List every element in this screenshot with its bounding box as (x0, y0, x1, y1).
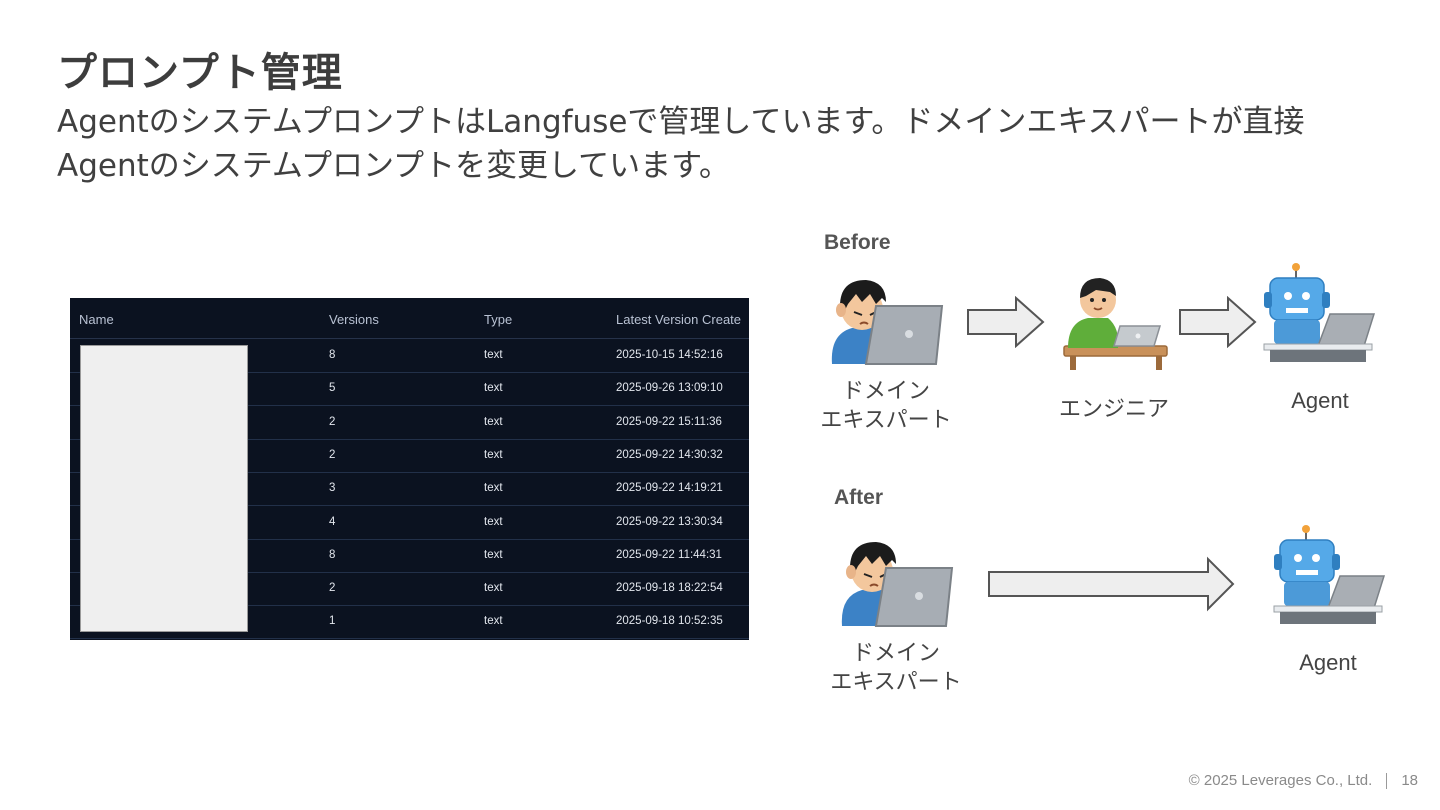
slide-subtitle: AgentのシステムプロンプトはLangfuseで管理しています。ドメインエキス… (57, 100, 1387, 188)
table-row[interactable]: 1 text 2025-09-18 10:52:35 (70, 605, 749, 640)
header-name: Name (79, 312, 114, 327)
cell-versions: 8 (329, 548, 336, 561)
cell-latest-version: 2025-09-22 14:19:21 (616, 482, 723, 495)
table-row[interactable]: 2 text 2025-09-22 15:11:36 (70, 406, 749, 440)
table-row[interactable]: 8 text 2025-10-15 14:52:16 (70, 339, 749, 373)
cell-latest-version: 2025-09-22 11:44:31 (616, 548, 722, 561)
table-row[interactable]: 5 text 2025-09-26 13:09:10 (70, 372, 749, 407)
cell-versions: 2 (329, 448, 336, 461)
footer: © 2025 Leverages Co., Ltd. 18 (1188, 772, 1418, 790)
before-label: Before (824, 231, 891, 254)
cell-versions: 3 (329, 482, 336, 495)
page-number: 18 (1401, 772, 1418, 789)
after-expert-caption: ドメイン エキスパート (816, 638, 976, 696)
before-expert-line-2: エキスパート (820, 407, 952, 432)
cell-type: text (484, 349, 503, 361)
subtitle-line-2: Agentのシステムプロンプトを変更しています。 (57, 148, 731, 184)
cell-type: text (484, 515, 503, 528)
cell-latest-version: 2025-09-26 13:09:10 (616, 382, 723, 395)
cell-versions: 5 (329, 382, 336, 395)
cell-latest-version: 2025-10-15 14:52:16 (616, 349, 723, 361)
table-row[interactable]: 2 text 2025-09-18 18:22:54 (70, 572, 749, 607)
cell-versions: 8 (329, 349, 336, 361)
table-row[interactable]: 8 text 2025-09-22 11:44:31 (70, 539, 749, 573)
cell-latest-version: 2025-09-22 15:11:36 (616, 415, 722, 428)
robot-agent-icon (1273, 525, 1386, 624)
cell-versions: 2 (329, 582, 336, 595)
after-expert-line-1: ドメイン (851, 640, 940, 665)
redaction-box (80, 345, 248, 632)
table-row[interactable]: 4 text 2025-09-22 13:30:34 (70, 506, 749, 540)
domain-expert-icon (841, 542, 954, 627)
arrow-right-icon (1179, 296, 1257, 348)
table-row[interactable]: 3 text 2025-09-22 14:19:21 (70, 472, 749, 507)
header-versions: Versions (329, 312, 379, 327)
cell-type: text (484, 382, 503, 395)
copyright: © 2025 Leverages Co., Ltd. (1188, 772, 1373, 789)
table-header: Name Versions Type Latest Version Create (70, 298, 749, 339)
cell-type: text (484, 615, 503, 628)
after-agent-caption: Agent (1299, 650, 1357, 675)
cell-type: text (484, 448, 503, 461)
arrow-right-icon (967, 296, 1045, 348)
cell-type: text (484, 415, 503, 428)
table-row[interactable]: 2 text 2025-09-22 14:30:32 (70, 439, 749, 473)
robot-agent-icon (1263, 263, 1376, 362)
before-expert-line-1: ドメイン (841, 378, 930, 403)
cell-latest-version: 2025-09-22 14:30:32 (616, 448, 723, 461)
before-expert-caption: ドメイン エキスパート (806, 376, 966, 434)
cell-type: text (484, 482, 503, 495)
after-expert-line-2: エキスパート (830, 669, 962, 694)
subtitle-line-1: AgentのシステムプロンプトはLangfuseで管理しています。ドメインエキス… (57, 104, 1305, 140)
header-latest-version: Latest Version Create (616, 312, 742, 327)
cell-type: text (484, 582, 503, 595)
footer-divider (1386, 773, 1388, 790)
before-agent-caption: Agent (1291, 388, 1349, 413)
cell-type: text (484, 548, 503, 561)
cell-latest-version: 2025-09-18 18:22:54 (616, 582, 723, 595)
cell-versions: 1 (329, 615, 336, 628)
engineer-icon (1063, 278, 1168, 370)
slide-title: プロンプト管理 (57, 50, 343, 96)
header-type: Type (484, 312, 513, 327)
cell-versions: 2 (329, 415, 336, 428)
cell-versions: 4 (329, 515, 336, 528)
cell-latest-version: 2025-09-18 10:52:35 (616, 615, 723, 628)
long-arrow-right-icon (988, 556, 1235, 612)
engineer-caption: エンジニア (1058, 396, 1169, 421)
domain-expert-icon (831, 280, 944, 365)
cell-latest-version: 2025-09-22 13:30:34 (616, 515, 723, 528)
after-label: After (834, 486, 884, 509)
